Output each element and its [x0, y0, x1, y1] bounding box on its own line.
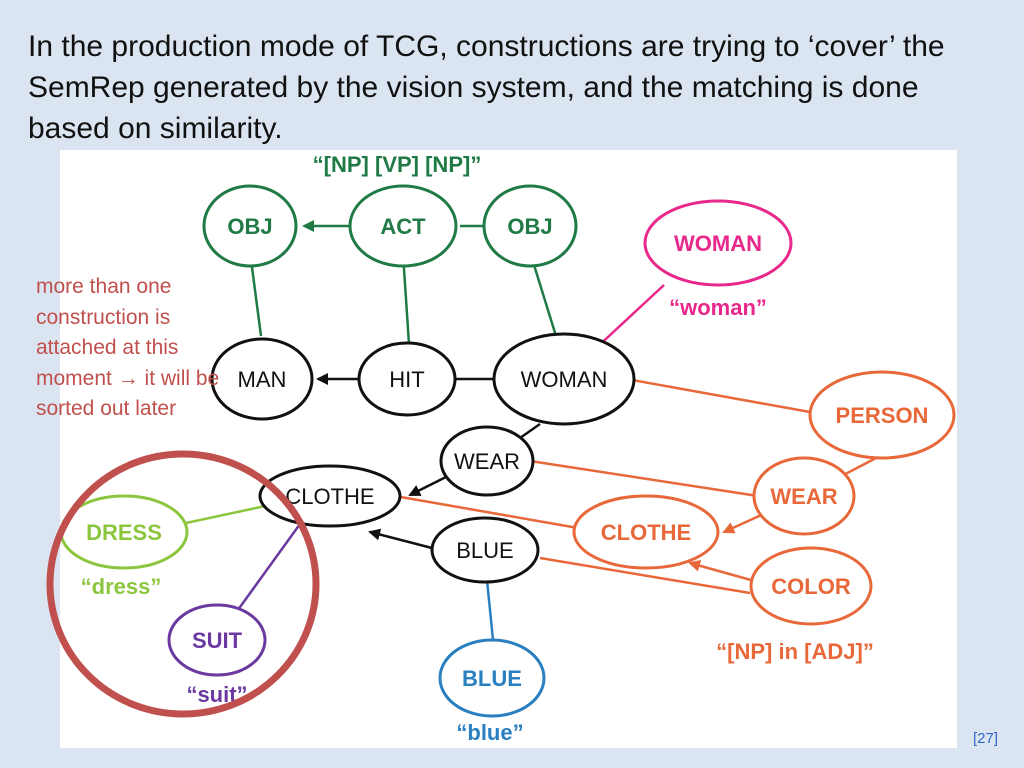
node-woman-label: WOMAN — [521, 367, 608, 392]
node-hit-label: HIT — [389, 367, 424, 392]
link-clothe-clothe — [394, 494, 579, 530]
edge-woman-wear — [519, 422, 541, 440]
link-blue-blue — [485, 579, 495, 641]
edge-wear-clothe — [408, 474, 449, 497]
node-woman-construction-label: WOMAN — [674, 231, 762, 256]
node-dress: DRESS — [59, 494, 189, 570]
citation: [27] — [972, 730, 998, 747]
link-blue-color — [539, 556, 751, 595]
node-clothe-orange: CLOTHE — [572, 494, 720, 570]
node-blue-label: BLUE — [456, 538, 513, 563]
edge-color-clothe-orange — [688, 559, 759, 584]
node-act: ACT — [348, 184, 458, 268]
blue-phrase: “blue” — [456, 720, 523, 745]
node-wear-orange-label: WEAR — [770, 484, 837, 509]
node-act-label: ACT — [380, 214, 426, 239]
side-note: more than one construction is attached a… — [36, 275, 220, 420]
node-clothe-label: CLOTHE — [285, 484, 374, 509]
link-woman-construction — [593, 284, 665, 351]
node-color-label: COLOR — [771, 574, 851, 599]
node-dress-label: DRESS — [86, 520, 162, 545]
highlight-circle — [46, 450, 320, 718]
dress-phrase: “dress” — [81, 574, 162, 599]
link-act-hit — [401, 253, 411, 345]
top-construction-pattern: “[NP] [VP] [NP]” — [313, 152, 482, 177]
node-suit-label: SUIT — [192, 628, 243, 653]
link-clothe-dress — [185, 503, 271, 525]
node-man-label: MAN — [238, 367, 287, 392]
node-wear-label: WEAR — [454, 449, 520, 474]
node-wear: WEAR — [439, 425, 535, 497]
node-woman: WOMAN — [492, 332, 636, 426]
node-person-label: PERSON — [836, 403, 929, 428]
node-hit: HIT — [357, 341, 457, 417]
node-woman-construction: WOMAN — [643, 199, 793, 287]
woman-phrase: “woman” — [669, 295, 767, 320]
node-obj-left: OBJ — [202, 184, 298, 268]
node-person: PERSON — [808, 370, 956, 460]
edge-blue-clothe — [368, 528, 433, 550]
node-obj-right-label: OBJ — [507, 214, 552, 239]
link-wear-wear — [529, 459, 759, 498]
node-wear-orange: WEAR — [752, 456, 856, 536]
node-color: COLOR — [749, 546, 873, 626]
link-clothe-suit — [233, 523, 302, 615]
adj-construction-pattern: “[NP] in [ADJ]” — [716, 639, 874, 664]
node-suit: SUIT — [167, 603, 267, 677]
node-man: MAN — [210, 337, 314, 421]
node-obj-right: OBJ — [482, 184, 578, 268]
node-obj-left-label: OBJ — [227, 214, 272, 239]
link-woman-person — [631, 378, 811, 414]
slide-title: In the production mode of TCG, construct… — [28, 30, 945, 145]
node-clothe-orange-label: CLOTHE — [601, 520, 691, 545]
node-blue: BLUE — [430, 516, 540, 584]
node-blue-construction: BLUE — [438, 638, 546, 718]
node-blue-construction-label: BLUE — [462, 666, 522, 691]
